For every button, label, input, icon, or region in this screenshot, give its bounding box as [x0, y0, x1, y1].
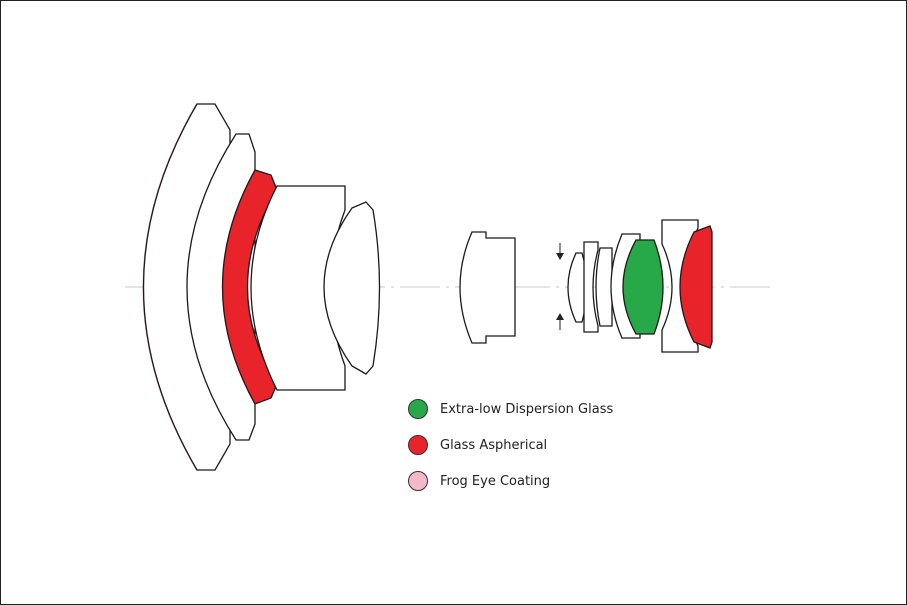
legend-item-coating: Frog Eye Coating [408, 468, 613, 494]
aspherical-lens-front [221, 169, 278, 405]
aperture-arrowhead-bottom [556, 313, 564, 320]
aperture-arrowhead-top [556, 253, 564, 260]
rear-small-lens-2 [583, 241, 599, 333]
middle-lens-element [459, 231, 516, 344]
pink-dot-icon [408, 471, 428, 491]
green-dot-icon [408, 399, 428, 419]
legend-label: Extra-low Dispersion Glass [440, 401, 614, 417]
red-dot-icon [408, 435, 428, 455]
legend-label: Glass Aspherical [440, 437, 548, 453]
aspherical-lens-rear [679, 225, 713, 349]
ed-glass-lens [622, 239, 664, 335]
legend: Extra-low Dispersion Glass Glass Aspheri… [408, 396, 613, 504]
rear-small-lens-3 [595, 247, 613, 327]
legend-item-ed-glass: Extra-low Dispersion Glass [408, 396, 613, 422]
biconvex-lens-group1 [323, 201, 381, 375]
legend-label: Frog Eye Coating [440, 473, 551, 489]
legend-item-aspherical: Glass Aspherical [408, 432, 613, 458]
